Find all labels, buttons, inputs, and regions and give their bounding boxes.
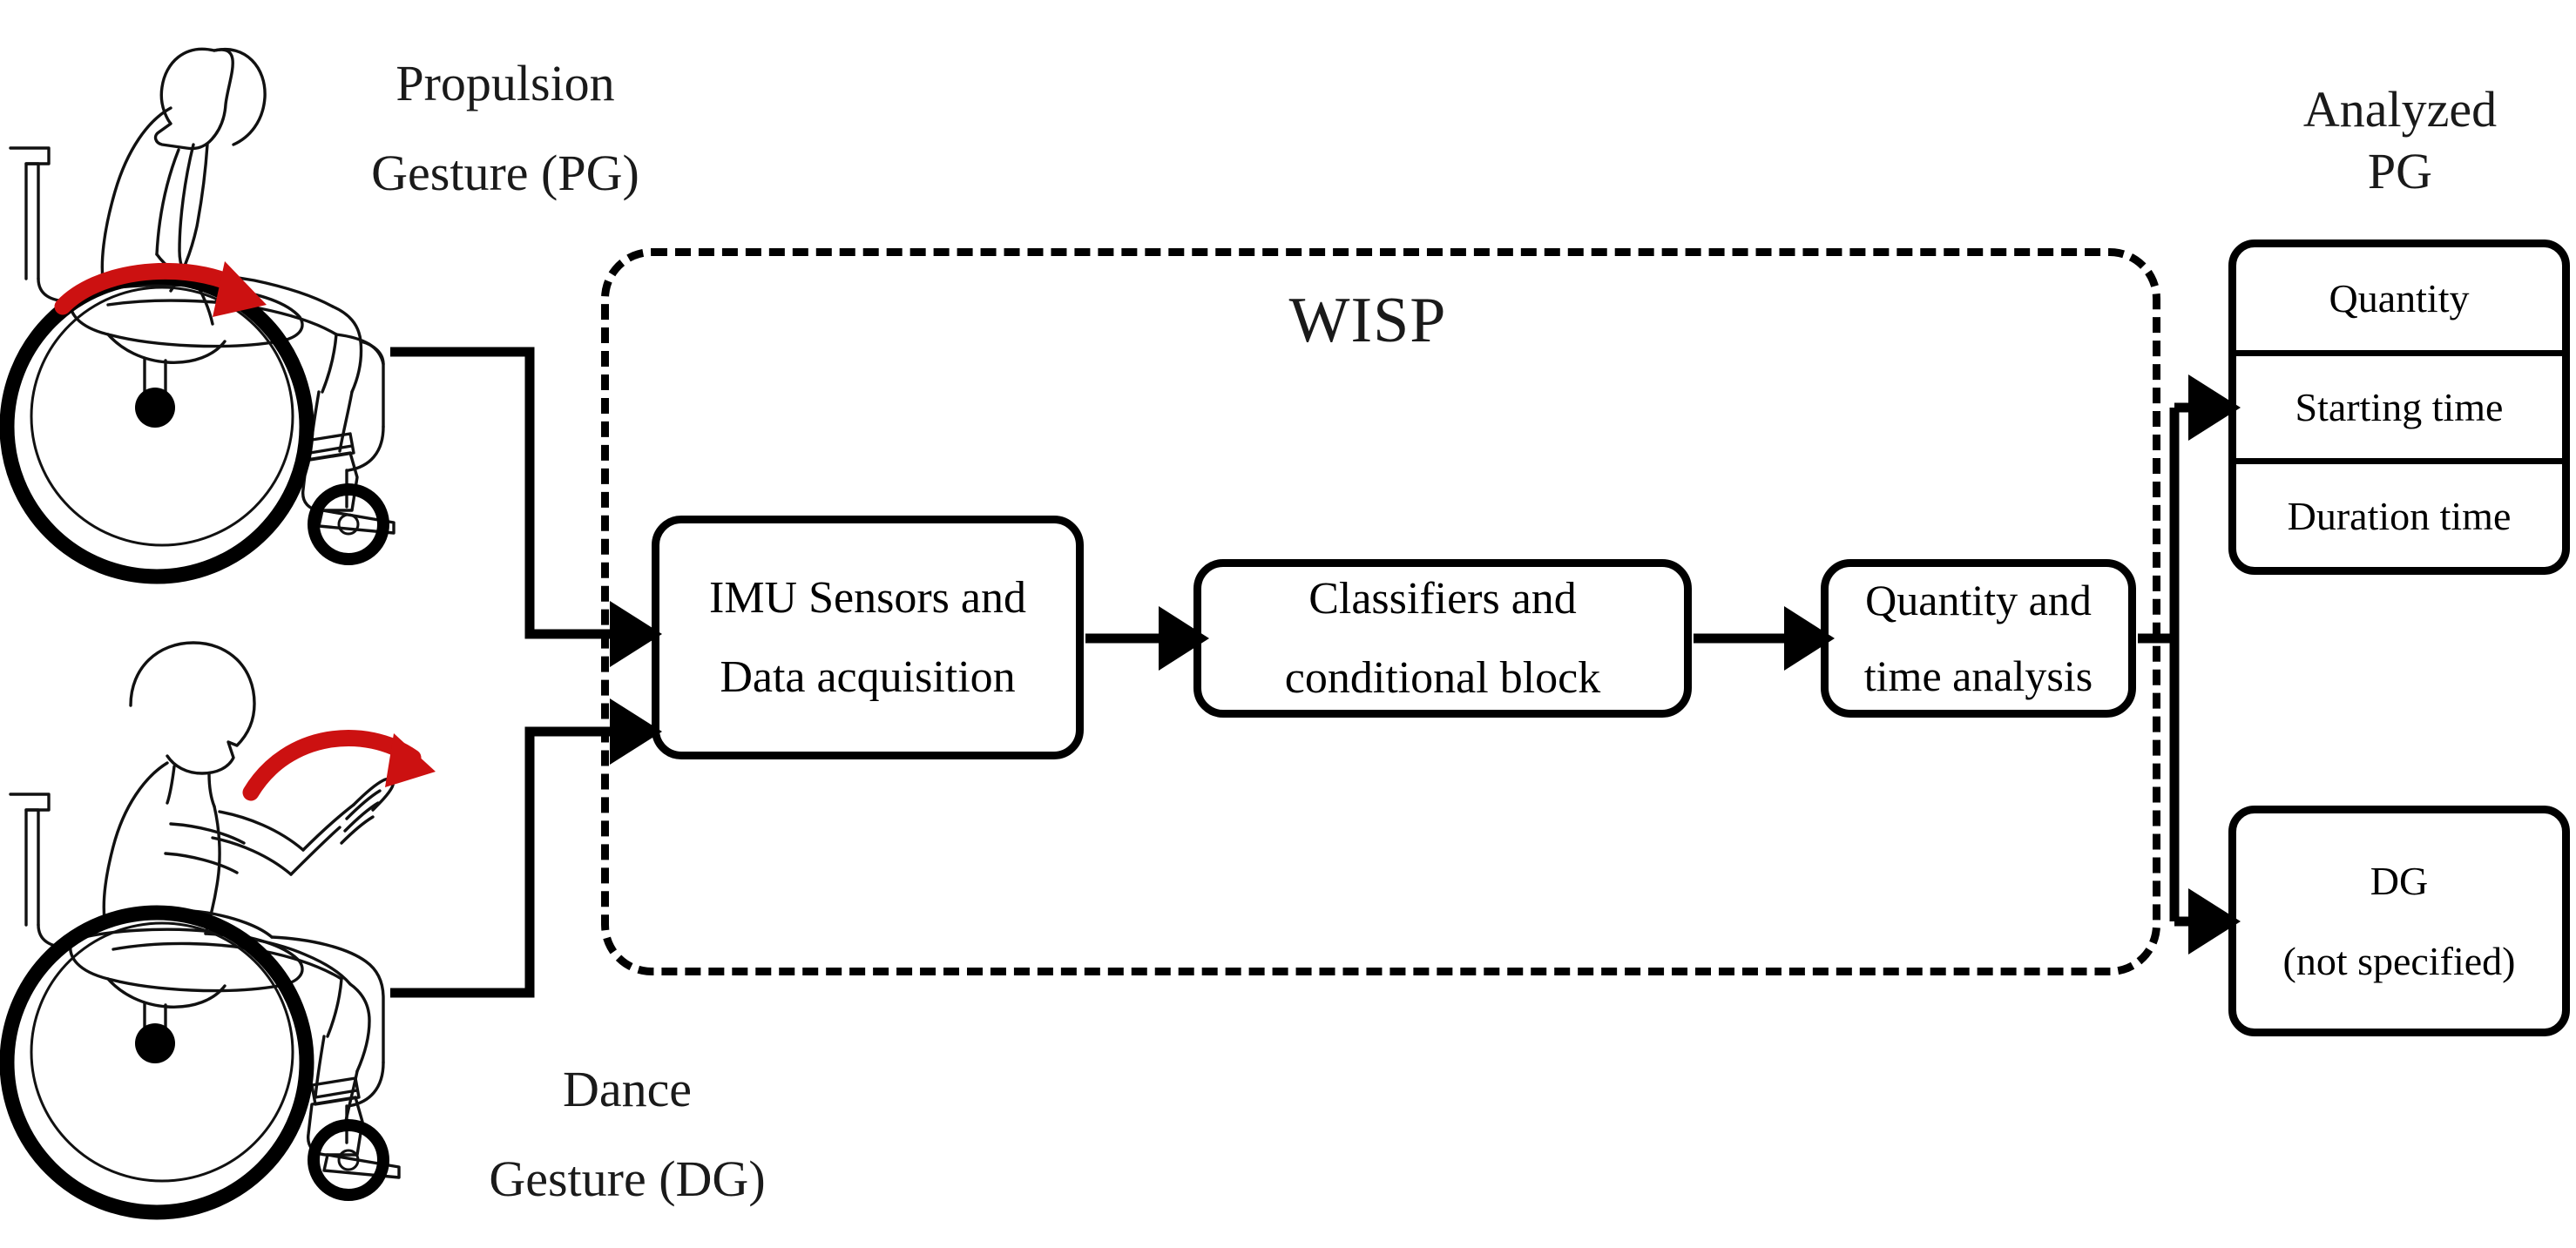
stage-box-imu-sensors[interactable]: IMU Sensors and Data acquisition	[652, 516, 1084, 759]
output-box-analyzed-pg[interactable]: Quantity Starting time Duration time	[2228, 239, 2570, 575]
stage-quantity-line2: time analysis	[1863, 651, 2093, 700]
analyzed-pg-row-starting-time: Starting time	[2236, 349, 2562, 459]
propulsion-gesture-label-line1: Propulsion	[396, 54, 615, 111]
dance-gesture-label-line1: Dance	[562, 1060, 693, 1117]
stage-classifier-line1: Classifiers and	[1308, 574, 1577, 624]
propulsion-gesture-illustration	[0, 47, 396, 584]
analyzed-pg-heading-line1: Analyzed	[2302, 80, 2498, 138]
stage-box-classifiers[interactable]: Classifiers and conditional block	[1193, 559, 1692, 718]
stage-box-quantity-time-analysis[interactable]: Quantity and time analysis	[1821, 559, 2136, 718]
analyzed-pg-heading-line2: PG	[2367, 142, 2433, 199]
stage-imu-line2: Data acquisition	[720, 652, 1016, 702]
propulsion-gesture-label-line2: Gesture (PG)	[371, 144, 639, 201]
dance-gesture-label-line2: Gesture (DG)	[489, 1150, 766, 1207]
dance-gesture-illustration	[0, 641, 436, 1220]
red-propulsion-arrow	[54, 261, 267, 317]
analyzed-pg-heading: Analyzed PG	[2230, 30, 2570, 252]
output-box-dance-gesture[interactable]: DG (not specified)	[2228, 806, 2570, 1036]
stage-quantity-line1: Quantity and	[1865, 575, 2092, 624]
output-dg-line1: DG	[2370, 858, 2429, 903]
analyzed-pg-row-duration-time: Duration time	[2236, 458, 2562, 567]
stage-imu-line1: IMU Sensors and	[709, 573, 1026, 623]
red-dance-arrow	[242, 730, 436, 801]
stage-classifier-line2: conditional block	[1284, 653, 1601, 703]
wisp-title: WISP	[1288, 285, 1447, 356]
output-dg-line2: (not specified)	[2282, 938, 2516, 983]
propulsion-gesture-label: Propulsion Gesture (PG)	[296, 4, 714, 253]
analyzed-pg-row-quantity: Quantity	[2329, 276, 2470, 321]
dance-gesture-label: Dance Gesture (DG)	[418, 1010, 836, 1248]
